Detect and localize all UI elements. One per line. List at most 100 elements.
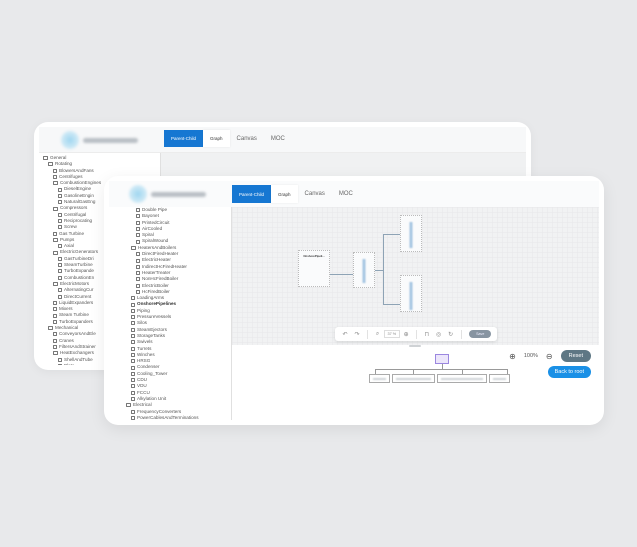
tree-item[interactable]: Electrical — [121, 402, 231, 408]
tree-item[interactable]: CDU — [121, 377, 231, 383]
tree-item[interactable]: HcFiredBoiler — [121, 289, 231, 295]
tab-canvas[interactable]: Canvas — [236, 135, 257, 142]
tree-item[interactable]: Swivels — [121, 339, 231, 345]
tree-item[interactable]: Turrets — [121, 346, 231, 352]
graph-canvas[interactable]: OnshorePipeli... ↶ ↷ ⌕ 37 % ⊕ — [232, 207, 599, 345]
tree-item[interactable]: DirectFiredHeater — [121, 251, 231, 257]
zoom-in-icon[interactable]: ⊕ — [403, 331, 409, 338]
tree-item[interactable]: Screw — [43, 224, 160, 230]
tree-item[interactable]: ShellAndTube — [43, 357, 160, 363]
tree-item[interactable]: IndirectHcFiredHeater — [121, 264, 231, 270]
tree-item[interactable]: Steam Turbine — [43, 312, 160, 318]
tree-item[interactable]: ElectricMotors — [43, 281, 160, 287]
tree-item[interactable]: Piping — [121, 308, 231, 314]
tree-item[interactable]: VDU — [121, 383, 231, 389]
tree-item[interactable]: TurboExpanders — [43, 319, 160, 325]
tree-item[interactable]: Rotating — [43, 161, 160, 167]
tree-item[interactable]: Reciprocating — [43, 218, 160, 224]
hierarchy-root-node[interactable] — [435, 354, 449, 364]
tree-item[interactable]: SteamEjectors — [121, 327, 231, 333]
tab-moc[interactable]: MOC — [338, 191, 353, 197]
tree-item[interactable]: NonHcFiredBoiler — [121, 276, 231, 282]
tree-item[interactable]: Axial — [43, 243, 160, 249]
tree-item[interactable]: HeatersAndBoilers — [121, 245, 231, 251]
tree-item[interactable]: Bayonet — [121, 213, 231, 219]
tree-item[interactable]: General — [43, 155, 160, 161]
zoom-value[interactable]: 37 % — [383, 330, 401, 338]
tree-item[interactable]: PrintedCircuit — [121, 220, 231, 226]
hierarchy-child-node[interactable] — [392, 374, 435, 383]
tree-item[interactable]: GasolineEngin — [43, 193, 160, 199]
tab-parent-child[interactable]: Parent-Child — [232, 185, 272, 203]
tab-graph[interactable]: Graph — [271, 185, 298, 203]
tree-item[interactable]: HRSG — [121, 358, 231, 364]
tree-item[interactable]: Gas Turbine — [43, 231, 160, 237]
tree-item[interactable]: ConveyorsAndEle — [43, 331, 160, 337]
refresh-icon[interactable]: ↻ — [448, 331, 454, 338]
lock-icon[interactable]: ⊓ — [424, 331, 429, 338]
tree-item[interactable]: FrequencyConverters — [121, 409, 231, 415]
tree-item[interactable]: LoadingArms — [121, 295, 231, 301]
zoom-out-icon[interactable]: ⊖ — [545, 351, 553, 361]
fit-view-icon[interactable]: ◎ — [436, 331, 442, 338]
tree-item[interactable]: CombustionEngines — [43, 180, 160, 186]
graph-node-onshore-pipelines[interactable]: OnshorePipeli... — [298, 250, 330, 287]
tree-item[interactable]: ElectricGenerators — [43, 249, 160, 255]
tree-item[interactable]: HeatExchangers — [43, 350, 160, 356]
tree-item[interactable]: Mechanical — [43, 325, 160, 331]
tree-item[interactable]: SteamTurbine — [43, 262, 160, 268]
tree-item[interactable]: CombustionEn — [43, 275, 160, 281]
tree-item[interactable]: FiltersAndStrainer — [43, 344, 160, 350]
redo-icon[interactable]: ↷ — [354, 331, 360, 338]
tree-item[interactable]: Spiral — [121, 232, 231, 238]
tree-item[interactable]: FCCU — [121, 390, 231, 396]
tree-item[interactable]: StorageTanks — [121, 333, 231, 339]
zoom-in-icon[interactable]: ⊕ — [509, 351, 516, 361]
tree-item[interactable]: DirectCurrent — [43, 294, 160, 300]
tree-item[interactable]: AirCooled — [121, 226, 231, 232]
tab-canvas[interactable]: Canvas — [304, 191, 325, 197]
tree-item[interactable]: Alkylation Unit — [121, 396, 231, 402]
panel-resize-handle[interactable] — [409, 345, 421, 347]
tree-item[interactable]: GasTurbineDri — [43, 256, 160, 262]
tree-item[interactable]: SpiralWound — [121, 238, 231, 244]
tree-item[interactable]: ElectricHeater — [121, 257, 231, 263]
tree-item[interactable]: PressureVessels — [121, 314, 231, 320]
tree-item[interactable]: Mixers — [43, 306, 160, 312]
tree-item[interactable]: ElectricBoiler — [121, 283, 231, 289]
graph-node-child[interactable] — [353, 252, 375, 288]
tree-item[interactable]: LiquidExpanders — [43, 300, 160, 306]
tree-item[interactable]: Condenser — [121, 364, 231, 370]
tab-moc[interactable]: MOC — [270, 135, 285, 142]
tree-item[interactable]: Cooling_Tower — [121, 371, 231, 377]
tree-item[interactable]: Centrifuges — [43, 174, 160, 180]
tree-item[interactable]: Pumps — [43, 237, 160, 243]
hierarchy-child-node[interactable] — [437, 374, 487, 383]
hierarchy-child-node[interactable] — [369, 374, 390, 383]
tree-item[interactable]: DieselEngine — [43, 186, 160, 192]
tree-item[interactable]: Double Pipe — [121, 207, 231, 213]
hierarchy-child-node[interactable] — [489, 374, 510, 383]
tree-item[interactable]: AlternatingCur — [43, 287, 160, 293]
tree-item[interactable]: PowerCablesAndTerminations — [121, 415, 231, 420]
tree-item[interactable]: Compressors — [43, 205, 160, 211]
reset-button[interactable]: Reset — [560, 350, 591, 362]
zoom-out-icon[interactable]: ⌕ — [375, 330, 380, 337]
tree-item[interactable]: OnshorePipelines — [121, 301, 231, 307]
tree-item[interactable]: NaturalGasEng — [43, 199, 160, 205]
undo-icon[interactable]: ↶ — [342, 331, 348, 338]
tab-graph[interactable]: Graph — [203, 130, 230, 147]
tree-item[interactable]: Silos — [121, 320, 231, 326]
tab-parent-child[interactable]: Parent-Child — [164, 130, 204, 147]
save-button[interactable]: Save — [469, 330, 492, 338]
back-to-root-button[interactable]: Back to root — [547, 366, 591, 378]
tree-item[interactable]: BlowersAndFans — [43, 168, 160, 174]
graph-node-upper[interactable] — [400, 215, 422, 252]
tree-item[interactable]: TurboExpande — [43, 268, 160, 274]
graph-node-lower[interactable] — [400, 275, 422, 312]
tree-item[interactable]: Centrifugal — [43, 212, 160, 218]
tree-item[interactable]: HeaterTreater — [121, 270, 231, 276]
tree-item[interactable]: Plate — [43, 363, 160, 365]
tree-item[interactable]: Winches — [121, 352, 231, 358]
